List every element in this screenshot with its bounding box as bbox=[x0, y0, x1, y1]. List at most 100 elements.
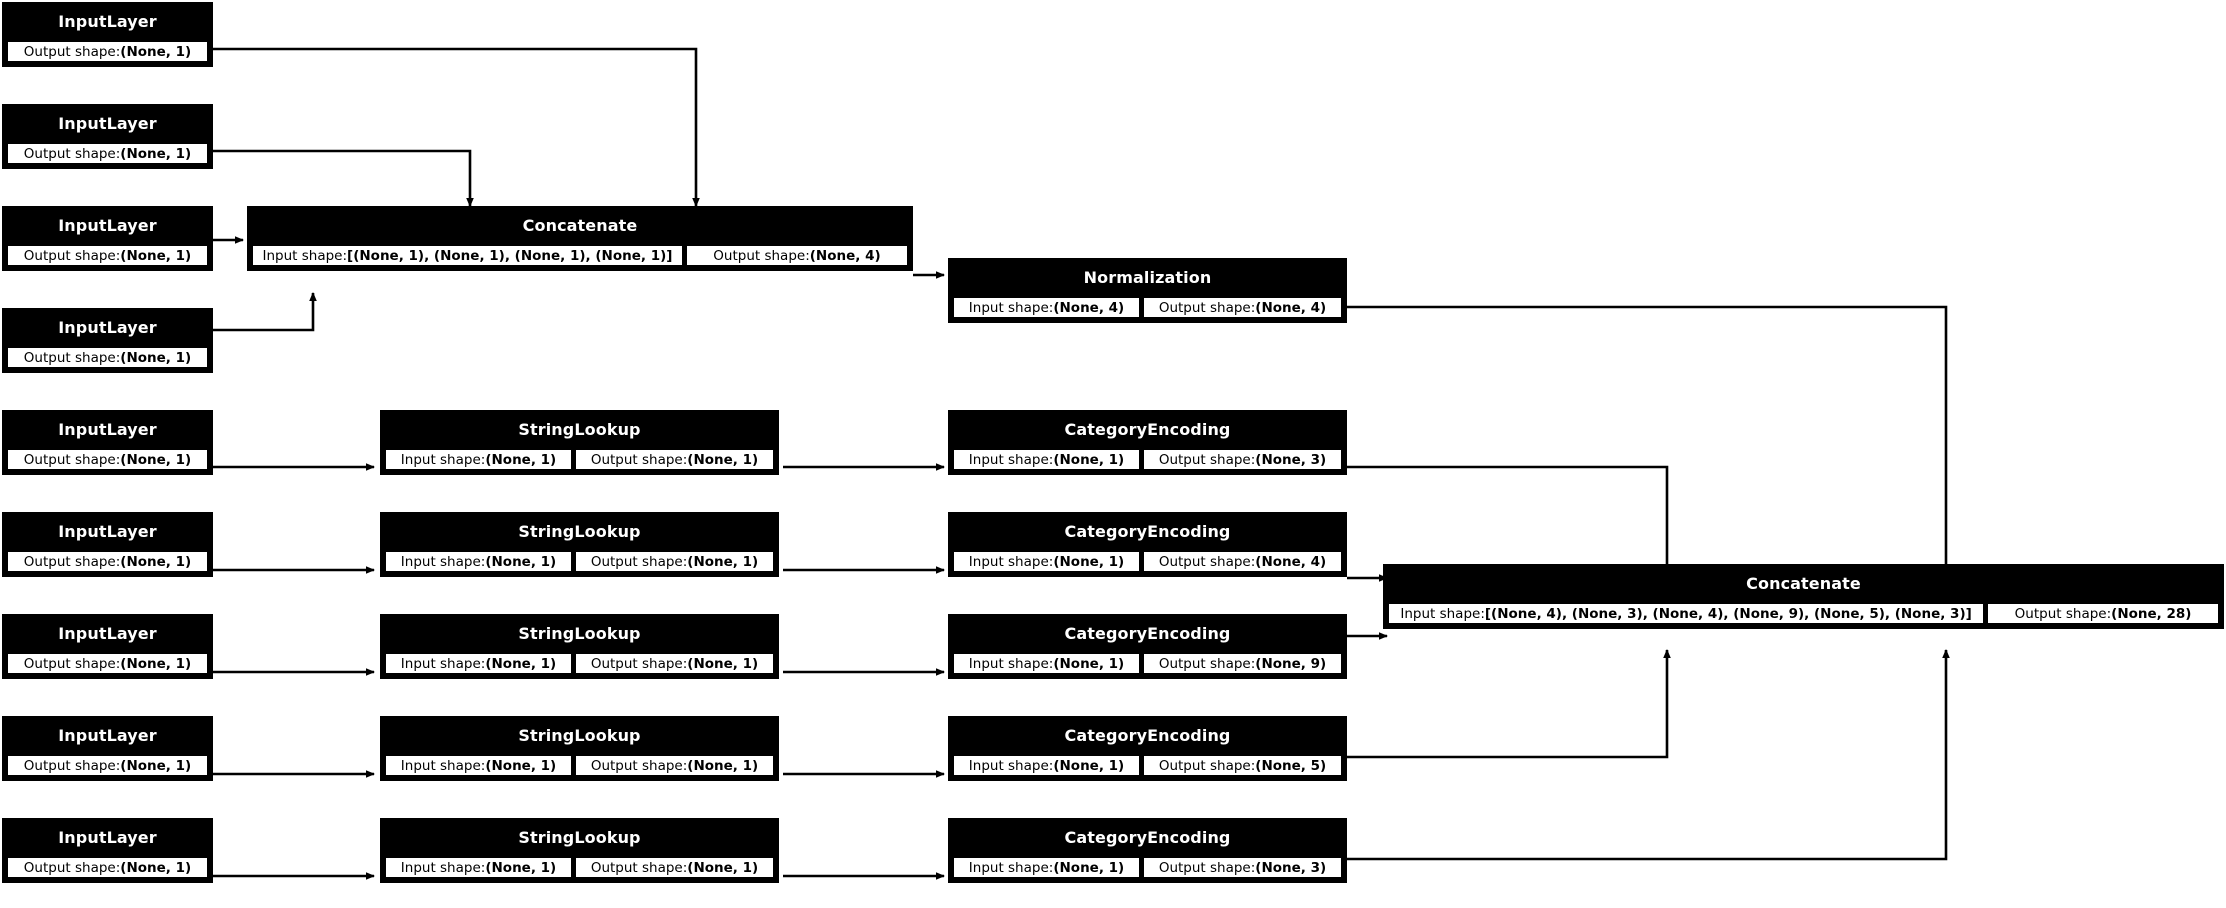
output-shape-cell: Output shape: (None, 1) bbox=[575, 449, 774, 470]
output-shape-cell: Output shape: (None, 1) bbox=[575, 755, 774, 776]
output-shape-value: (None, 1) bbox=[120, 247, 192, 264]
output-shape-value: (None, 4) bbox=[1255, 299, 1327, 316]
output-shape-value: (None, 4) bbox=[1255, 553, 1327, 570]
node-input-layer-4[interactable]: InputLayer Output shape: (None, 1) bbox=[2, 308, 213, 373]
node-shape-row: Input shape: (None, 4) Output shape: (No… bbox=[950, 294, 1345, 321]
output-shape-label: Output shape: bbox=[590, 859, 688, 876]
node-shape-row: Input shape: [(None, 1), (None, 1), (Non… bbox=[249, 242, 911, 269]
node-title: InputLayer bbox=[4, 412, 211, 446]
output-shape-cell: Output shape: (None, 1) bbox=[7, 245, 208, 266]
output-shape-value: (None, 1) bbox=[687, 655, 759, 672]
output-shape-cell: Output shape: (None, 4) bbox=[685, 245, 908, 266]
input-shape-value: (None, 1) bbox=[1053, 859, 1125, 876]
input-shape-label: Input shape: bbox=[400, 655, 486, 672]
output-shape-label: Output shape: bbox=[1158, 451, 1256, 468]
output-shape-cell: Output shape: (None, 1) bbox=[575, 551, 774, 572]
output-shape-cell: Output shape: (None, 1) bbox=[575, 653, 774, 674]
input-shape-label: Input shape: bbox=[968, 655, 1054, 672]
input-shape-value: (None, 1) bbox=[485, 451, 557, 468]
node-string-lookup-1[interactable]: StringLookup Input shape: (None, 1) Outp… bbox=[380, 410, 779, 475]
input-shape-cell: Input shape: (None, 1) bbox=[953, 449, 1141, 470]
output-shape-value: (None, 1) bbox=[120, 553, 192, 570]
node-concatenate-1[interactable]: Concatenate Input shape: [(None, 1), (No… bbox=[247, 206, 913, 271]
node-category-encoding-4[interactable]: CategoryEncoding Input shape: (None, 1) … bbox=[948, 716, 1347, 781]
output-shape-label: Output shape: bbox=[23, 247, 121, 264]
node-title: CategoryEncoding bbox=[950, 514, 1345, 548]
node-title: StringLookup bbox=[382, 412, 777, 446]
node-input-layer-8[interactable]: InputLayer Output shape: (None, 1) bbox=[2, 716, 213, 781]
output-shape-value: (None, 1) bbox=[687, 859, 759, 876]
node-title: InputLayer bbox=[4, 820, 211, 854]
edge-catenc1-concat2 bbox=[1347, 465, 1671, 575]
output-shape-cell: Output shape: (None, 1) bbox=[7, 551, 208, 572]
node-title: CategoryEncoding bbox=[950, 820, 1345, 854]
edge-catenc5-concat2 bbox=[1347, 649, 1950, 861]
node-category-encoding-3[interactable]: CategoryEncoding Input shape: (None, 1) … bbox=[948, 614, 1347, 679]
node-title: CategoryEncoding bbox=[950, 616, 1345, 650]
node-category-encoding-1[interactable]: CategoryEncoding Input shape: (None, 1) … bbox=[948, 410, 1347, 475]
node-input-layer-7[interactable]: InputLayer Output shape: (None, 1) bbox=[2, 614, 213, 679]
output-shape-cell: Output shape: (None, 1) bbox=[7, 41, 208, 62]
node-shape-row: Input shape: (None, 1) Output shape: (No… bbox=[950, 650, 1345, 677]
node-category-encoding-5[interactable]: CategoryEncoding Input shape: (None, 1) … bbox=[948, 818, 1347, 883]
node-input-layer-3[interactable]: InputLayer Output shape: (None, 1) bbox=[2, 206, 213, 271]
node-shape-row: Input shape: (None, 1) Output shape: (No… bbox=[382, 548, 777, 575]
output-shape-label: Output shape: bbox=[1158, 859, 1256, 876]
node-input-layer-5[interactable]: InputLayer Output shape: (None, 1) bbox=[2, 410, 213, 475]
output-shape-cell: Output shape: (None, 4) bbox=[1143, 297, 1342, 318]
input-shape-cell: Input shape: (None, 1) bbox=[953, 653, 1141, 674]
input-shape-label: Input shape: bbox=[968, 757, 1054, 774]
node-string-lookup-4[interactable]: StringLookup Input shape: (None, 1) Outp… bbox=[380, 716, 779, 781]
node-shape-row: Input shape: (None, 1) Output shape: (No… bbox=[382, 752, 777, 779]
output-shape-label: Output shape: bbox=[23, 451, 121, 468]
output-shape-label: Output shape: bbox=[590, 553, 688, 570]
node-title: StringLookup bbox=[382, 514, 777, 548]
node-string-lookup-5[interactable]: StringLookup Input shape: (None, 1) Outp… bbox=[380, 818, 779, 883]
input-shape-cell: Input shape: (None, 1) bbox=[385, 449, 573, 470]
node-input-layer-6[interactable]: InputLayer Output shape: (None, 1) bbox=[2, 512, 213, 577]
output-shape-label: Output shape: bbox=[23, 655, 121, 672]
output-shape-label: Output shape: bbox=[1158, 757, 1256, 774]
node-shape-row: Output shape: (None, 1) bbox=[4, 446, 211, 473]
node-shape-row: Output shape: (None, 1) bbox=[4, 752, 211, 779]
output-shape-value: (None, 3) bbox=[1255, 451, 1327, 468]
input-shape-value: (None, 1) bbox=[485, 757, 557, 774]
output-shape-label: Output shape: bbox=[23, 553, 121, 570]
input-shape-cell: Input shape: (None, 4) bbox=[953, 297, 1141, 318]
input-shape-label: Input shape: bbox=[968, 451, 1054, 468]
node-title: CategoryEncoding bbox=[950, 412, 1345, 446]
node-string-lookup-3[interactable]: StringLookup Input shape: (None, 1) Outp… bbox=[380, 614, 779, 679]
edge-norm1-concat2 bbox=[1347, 305, 1950, 575]
input-shape-value: (None, 1) bbox=[1053, 757, 1125, 774]
input-shape-cell: Input shape: (None, 1) bbox=[385, 755, 573, 776]
output-shape-label: Output shape: bbox=[23, 757, 121, 774]
input-shape-label: Input shape: bbox=[400, 757, 486, 774]
input-shape-value: (None, 4) bbox=[1053, 299, 1125, 316]
node-input-layer-9[interactable]: InputLayer Output shape: (None, 1) bbox=[2, 818, 213, 883]
node-input-layer-1[interactable]: InputLayer Output shape: (None, 1) bbox=[2, 2, 213, 67]
node-input-layer-2[interactable]: InputLayer Output shape: (None, 1) bbox=[2, 104, 213, 169]
input-shape-label: Input shape: bbox=[400, 859, 486, 876]
node-concatenate-2[interactable]: Concatenate Input shape: [(None, 4), (No… bbox=[1383, 564, 2224, 629]
node-shape-row: Input shape: [(None, 4), (None, 3), (Non… bbox=[1385, 600, 2222, 627]
node-title: Concatenate bbox=[1385, 566, 2222, 600]
node-shape-row: Output shape: (None, 1) bbox=[4, 344, 211, 371]
input-shape-value: [(None, 4), (None, 3), (None, 4), (None,… bbox=[1484, 605, 1972, 622]
node-normalization-1[interactable]: Normalization Input shape: (None, 4) Out… bbox=[948, 258, 1347, 323]
input-shape-value: (None, 1) bbox=[485, 655, 557, 672]
output-shape-label: Output shape: bbox=[23, 145, 121, 162]
output-shape-value: (None, 1) bbox=[687, 553, 759, 570]
node-shape-row: Output shape: (None, 1) bbox=[4, 140, 211, 167]
output-shape-label: Output shape: bbox=[713, 247, 810, 264]
output-shape-cell: Output shape: (None, 5) bbox=[1143, 755, 1342, 776]
node-shape-row: Input shape: (None, 1) Output shape: (No… bbox=[950, 752, 1345, 779]
node-shape-row: Input shape: (None, 1) Output shape: (No… bbox=[950, 548, 1345, 575]
node-category-encoding-2[interactable]: CategoryEncoding Input shape: (None, 1) … bbox=[948, 512, 1347, 577]
output-shape-cell: Output shape: (None, 1) bbox=[7, 755, 208, 776]
node-title: InputLayer bbox=[4, 616, 211, 650]
output-shape-cell: Output shape: (None, 1) bbox=[7, 449, 208, 470]
input-shape-label: Input shape: bbox=[262, 247, 348, 264]
output-shape-label: Output shape: bbox=[2014, 605, 2112, 622]
node-string-lookup-2[interactable]: StringLookup Input shape: (None, 1) Outp… bbox=[380, 512, 779, 577]
input-shape-label: Input shape: bbox=[400, 553, 486, 570]
